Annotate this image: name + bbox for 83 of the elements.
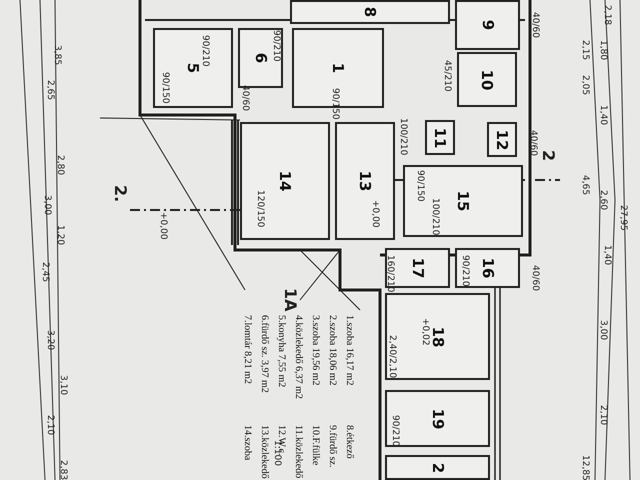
door-size: 100/210 [398,118,408,156]
room-outline [425,120,455,155]
room-number: 2 [428,462,446,473]
room-number: 17 [408,258,426,278]
dimension-value: 3,00 [598,320,608,340]
room-outline [455,0,520,50]
window-size: 90/150 [415,170,425,202]
room-outline [290,0,450,24]
room-number: 1 [329,62,347,74]
room-list-entry: 9.fürdő sz. [327,425,338,468]
room-outline [385,293,490,380]
dimension-value: 27,95 [618,205,628,231]
room-number: 14 [276,170,294,192]
room-outline [457,52,517,107]
room-outline [153,28,233,108]
room-list-entry: 1.szoba 16,17 m2 [344,315,355,386]
dimension-value: 2,18 [602,5,612,26]
dimension-value: 4,65 [580,175,590,196]
section-mark: 2. [111,185,130,202]
room-list-entry: 2.szoba 18,06 m2 [327,315,338,386]
dimension-value: 2,05 [580,75,590,96]
room-number: 8 [361,6,379,18]
dimension-value: 2,45 [40,262,50,282]
room-list-entry: 7.lomtár 8,21 m2 [242,315,253,384]
dimension-value: 3,20 [45,330,55,350]
dimension-value: 1,40 [598,105,608,126]
room-list-entry: 4.közlekedő 6,37 m2 [293,315,304,399]
room-list-entry: 6.fürdő sz. 3,97 m2 [259,315,270,393]
window-size: 40/60 [530,12,540,38]
dimension-value: 2,65 [45,80,55,100]
dimension-value: 1,20 [55,225,65,246]
dimension-value: 2,10 [45,415,55,436]
room-number: 16 [478,258,496,278]
room-number: 18 [428,326,446,347]
dimension-value: 12,85 [580,455,590,480]
room-outline [455,248,520,288]
room-outline [240,122,330,240]
level-mark: +0,02 [420,318,430,346]
dimension-value: 3,85 [52,45,62,66]
room-number: 9 [478,20,496,30]
door-size: 100/210 [430,198,440,236]
room-list-entry: 8.étkező [344,425,355,459]
room-list-entry: 10.F.fülke [310,425,321,466]
level-mark: +0,00 [370,200,380,228]
room-list-entry: 14.szoba [242,425,253,460]
room-list-entry: 11.közlekedő [293,425,304,478]
section-mark: 2 [539,150,558,162]
window-size: 40/60 [530,265,540,291]
room-number: 12 [493,129,511,150]
room-outline [487,122,517,157]
room-outline [403,165,523,237]
dimension-value: 2,15 [580,40,590,60]
door-size: 90/150 [160,72,170,104]
room-outline [335,122,395,240]
room-number: 19 [428,408,446,429]
dimension-value: 2,60 [598,190,608,210]
dimension-value: 3,10 [58,375,68,396]
dimension-value: 1,40 [602,245,612,266]
room-number: 13 [356,170,374,192]
dimension-value: 3,00 [42,195,52,216]
door-size: 90/210 [200,35,210,67]
room-list-entry: 5.konyha 7,55 m2 [276,315,287,388]
room-number: 5 [184,62,202,74]
door-size: 45/210 [442,60,452,92]
dimension-value: 1,80 [598,40,608,60]
window-size: 120/150 [255,190,265,228]
section-mark: 1A [281,288,300,312]
room-outline [385,455,490,480]
dimension-value: 2,83 [58,460,68,480]
room-list-entry: 13.közlekedő [259,425,270,479]
room-number: 15 [454,190,472,212]
door-size: 90/210 [460,255,470,287]
dimension-value: 2,80 [55,155,65,176]
room-outline [385,390,490,447]
room-number: 11 [431,127,449,148]
room-number: 6 [252,52,270,64]
door-size: 160/210 [385,255,395,292]
window-size: 2,40/2,10 [387,335,397,378]
room-list-entry: 3.szoba 19,56 m2 [310,315,321,386]
dimension-value: 2,10 [598,405,608,426]
level-mark: +0,00 [158,212,168,240]
room-number: 10 [478,69,496,90]
door-size: 90/210 [271,30,281,62]
